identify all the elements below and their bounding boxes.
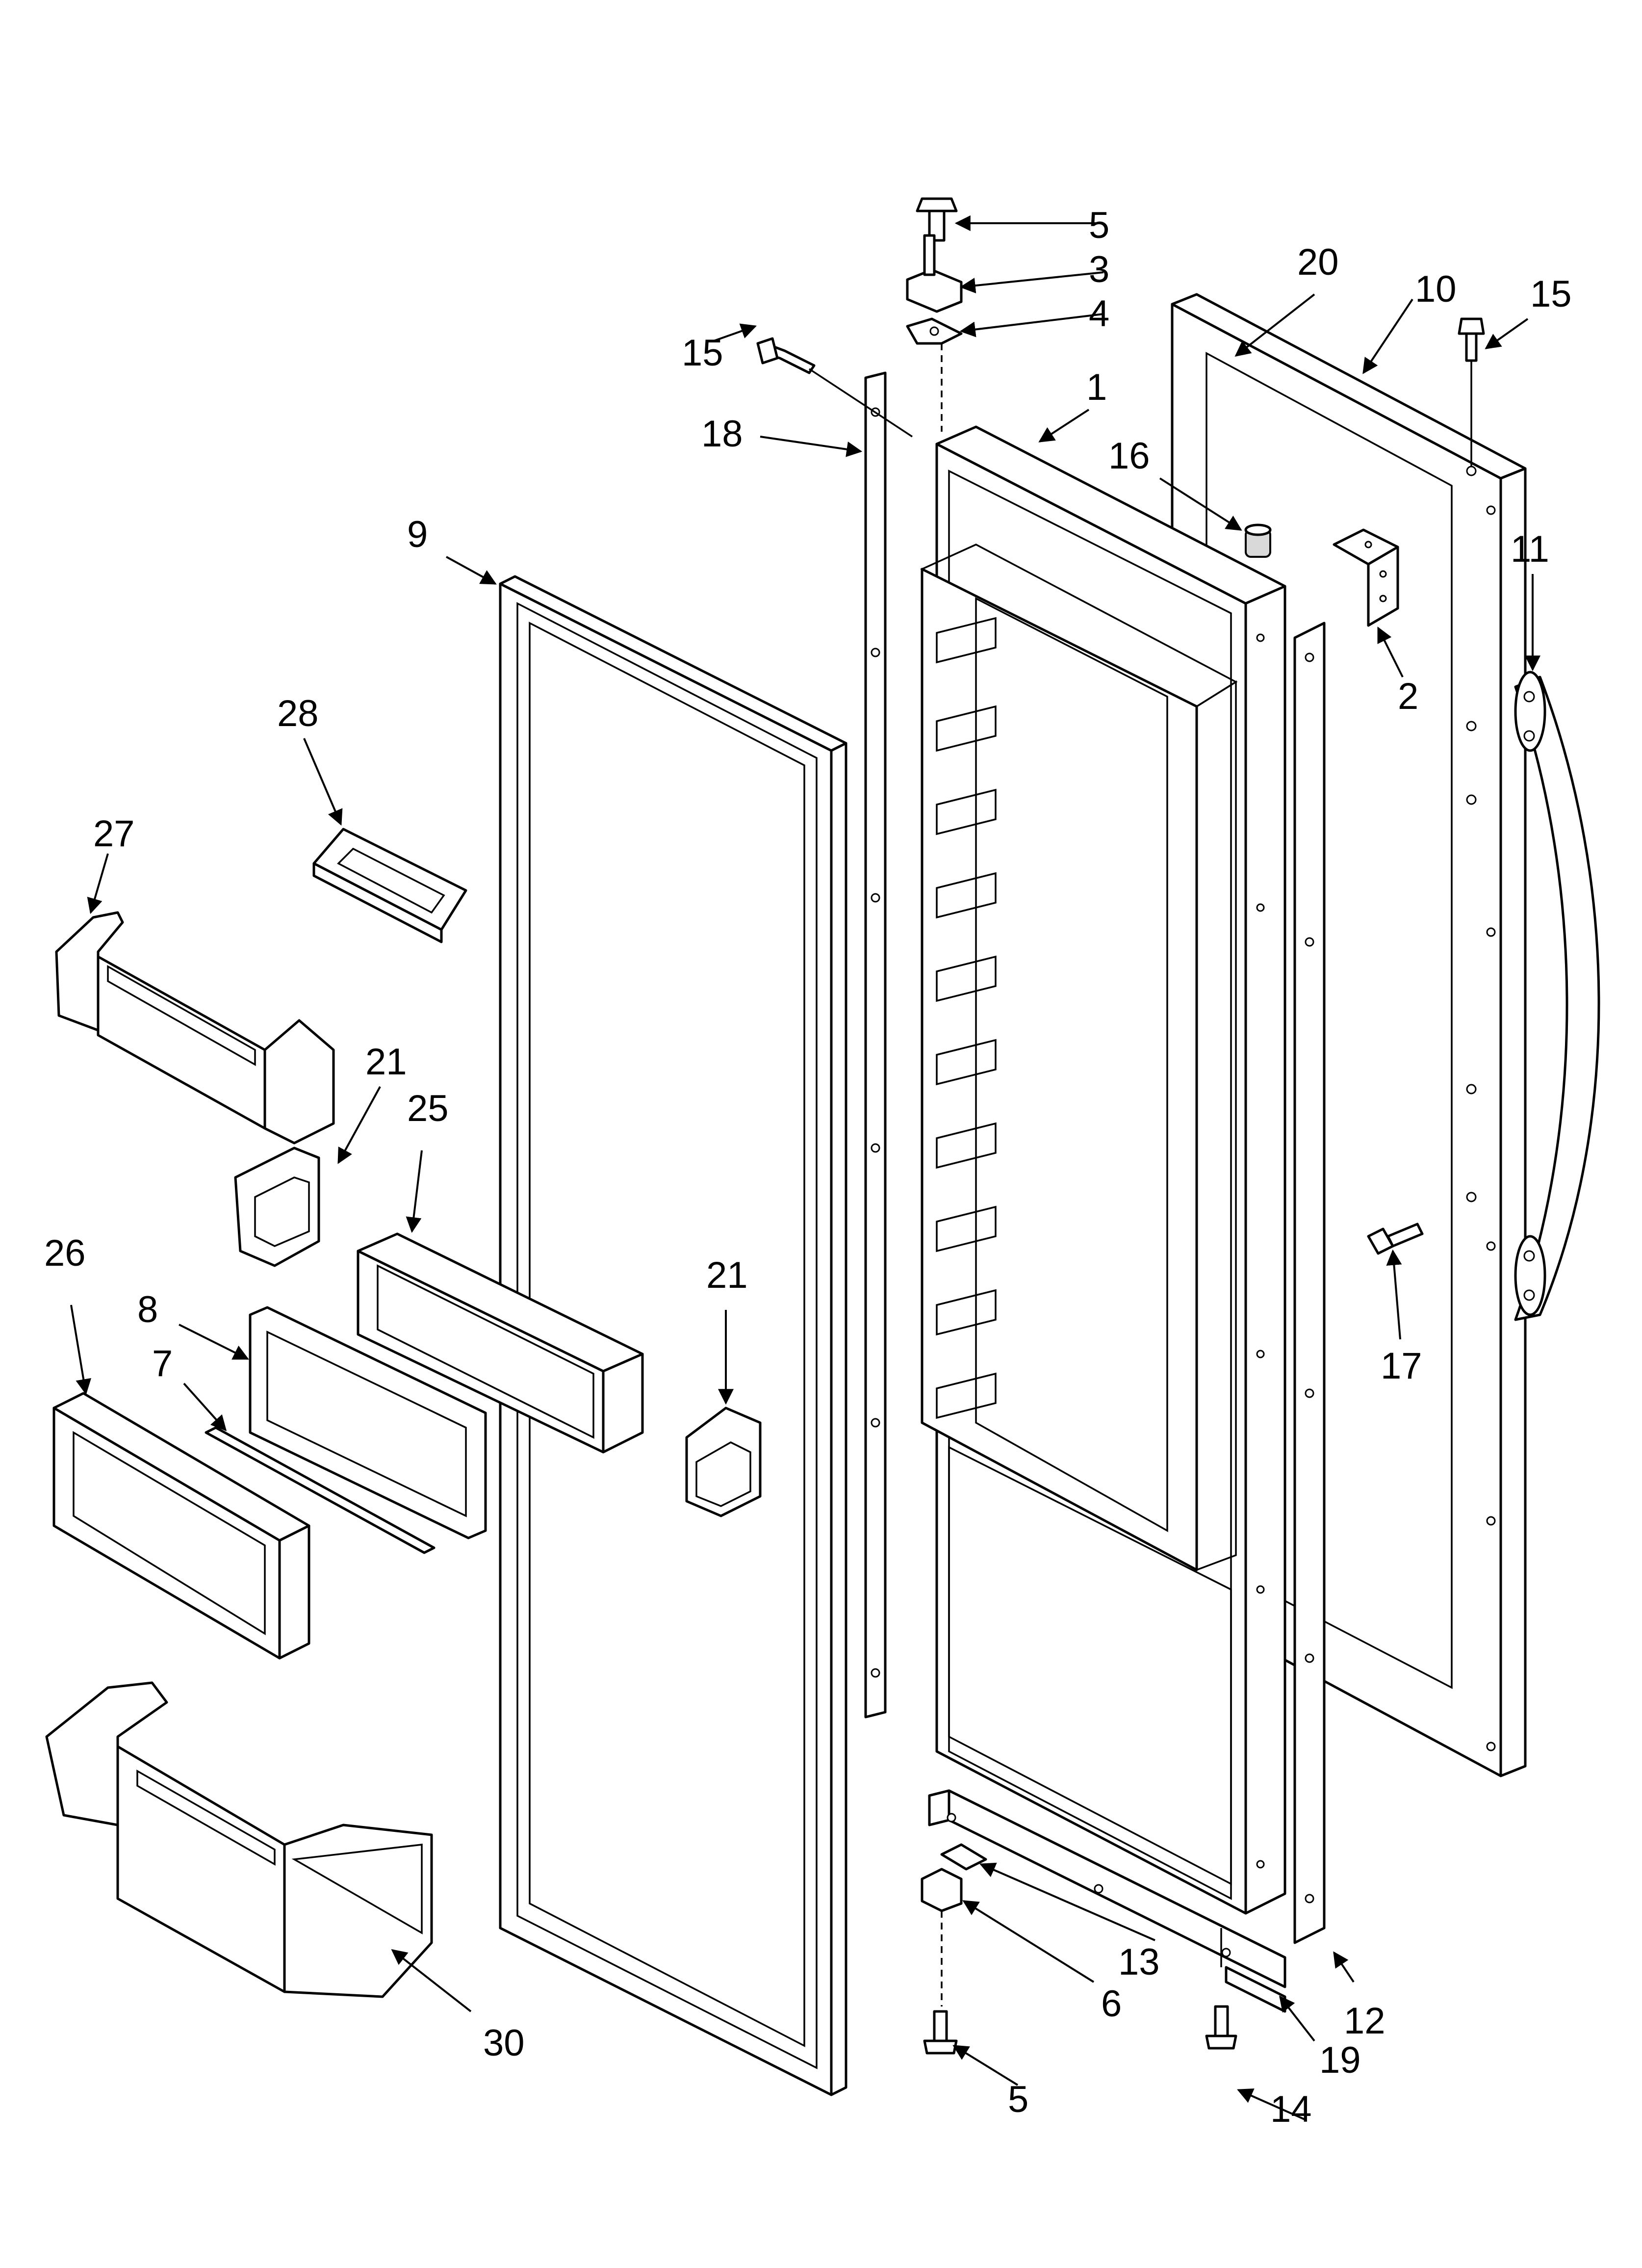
callout-1: 1 [1086,366,1107,408]
callout-11: 11 [1511,528,1549,570]
callout-27: 27 [93,813,135,855]
callout-4: 4 [1089,293,1109,335]
callout-18: 18 [701,413,743,455]
callout-12: 12 [1344,2000,1385,2042]
small-bin [312,828,467,943]
gasket-screw-14 [1205,2005,1237,2050]
dairy-door-frame [249,1306,487,1539]
door-handle [1514,671,1600,1321]
callout-labels: 5 3 4 1 20 10 15 15 18 16 2 11 17 9 28 2… [44,205,1572,2130]
callout-16: 16 [1108,435,1150,477]
callout-30: 30 [483,2022,525,2064]
callout-15-left: 15 [682,332,723,374]
bushing [1244,523,1272,558]
callout-6: 6 [1101,1983,1122,2025]
door-stop-bracket [1333,528,1399,627]
shelf-bracket-right [685,1407,762,1517]
screw-left-15 [756,337,913,438]
callout-19: 19 [1319,2039,1361,2081]
left-gasket-strip [864,371,887,1719]
large-door-bin [45,1681,433,1998]
callout-13: 13 [1118,1941,1160,1983]
upper-door-shelf [55,911,335,1145]
callout-21-right: 21 [706,1254,748,1296]
door-gasket [499,575,847,2096]
callout-17: 17 [1381,1345,1422,1387]
top-hinge-assembly [906,197,963,432]
callout-2: 2 [1398,676,1418,717]
callout-leaders [70,215,1540,2120]
callout-5-bottom: 5 [1008,2079,1028,2120]
callout-3: 3 [1089,249,1109,290]
handle-screw-17 [1367,1223,1424,1255]
shelf-bracket-upper [234,1147,320,1267]
callout-14: 14 [1270,2088,1312,2130]
callout-8: 8 [137,1289,158,1330]
callout-5-top: 5 [1089,205,1109,246]
callout-15-right: 15 [1530,273,1572,315]
bottom-hinge-assembly [921,1789,1286,2013]
bottom-hinge-screw-5 [923,2010,958,2055]
callout-10: 10 [1415,268,1457,310]
dairy-bin-housing [357,1232,644,1454]
callout-7: 7 [152,1343,173,1384]
inner-door-liner [920,425,1286,1915]
callout-28: 28 [277,693,319,734]
callout-9: 9 [407,514,428,555]
callout-25: 25 [407,1088,449,1129]
callout-21-upper: 21 [365,1041,407,1083]
callout-26: 26 [44,1232,86,1274]
screw-right-15 [1458,317,1485,466]
dairy-door [52,1392,310,1660]
callout-20: 20 [1297,241,1339,283]
right-gasket-strip [1293,622,1326,1944]
